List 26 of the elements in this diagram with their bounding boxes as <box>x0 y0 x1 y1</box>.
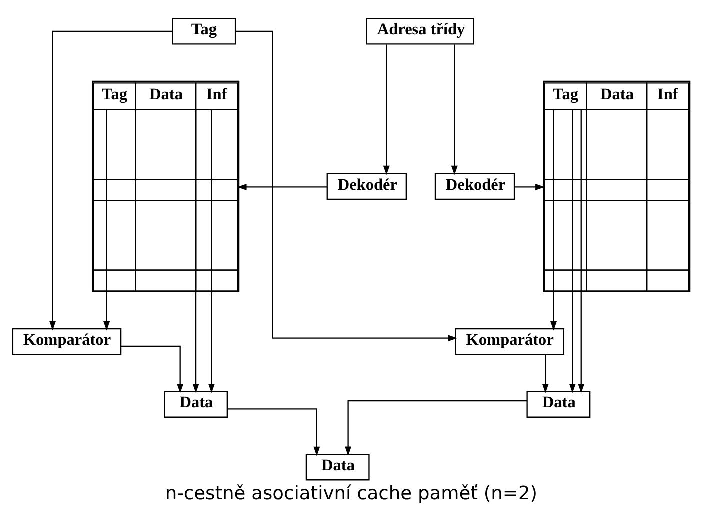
node-box: Adresa třídy <box>366 18 474 45</box>
arrow <box>514 184 545 190</box>
arrow <box>104 110 110 331</box>
node-box: Data <box>526 391 591 418</box>
arrow <box>451 44 458 176</box>
arrow <box>236 30 458 342</box>
arrow <box>121 346 184 394</box>
arrow <box>578 110 585 394</box>
node-box: Tag <box>172 18 236 45</box>
arrow <box>345 400 528 456</box>
node-box: Komparátor <box>455 328 564 356</box>
caption: n-cestně asociativní cache paměť (n=2) <box>165 484 538 505</box>
node-box: Komparátor <box>12 328 122 356</box>
arrow <box>237 184 328 190</box>
arrow <box>227 408 320 456</box>
arrow <box>192 110 200 394</box>
arrow <box>569 110 576 394</box>
node-box: Dekodér <box>434 173 516 200</box>
arrow <box>550 110 558 331</box>
arrow <box>383 44 390 176</box>
arrow <box>50 30 172 331</box>
node-box: Data <box>164 391 228 418</box>
arrow <box>208 110 215 394</box>
node-box: Dekodér <box>326 173 407 200</box>
node-box: Data <box>306 454 370 481</box>
arrow <box>542 354 549 394</box>
